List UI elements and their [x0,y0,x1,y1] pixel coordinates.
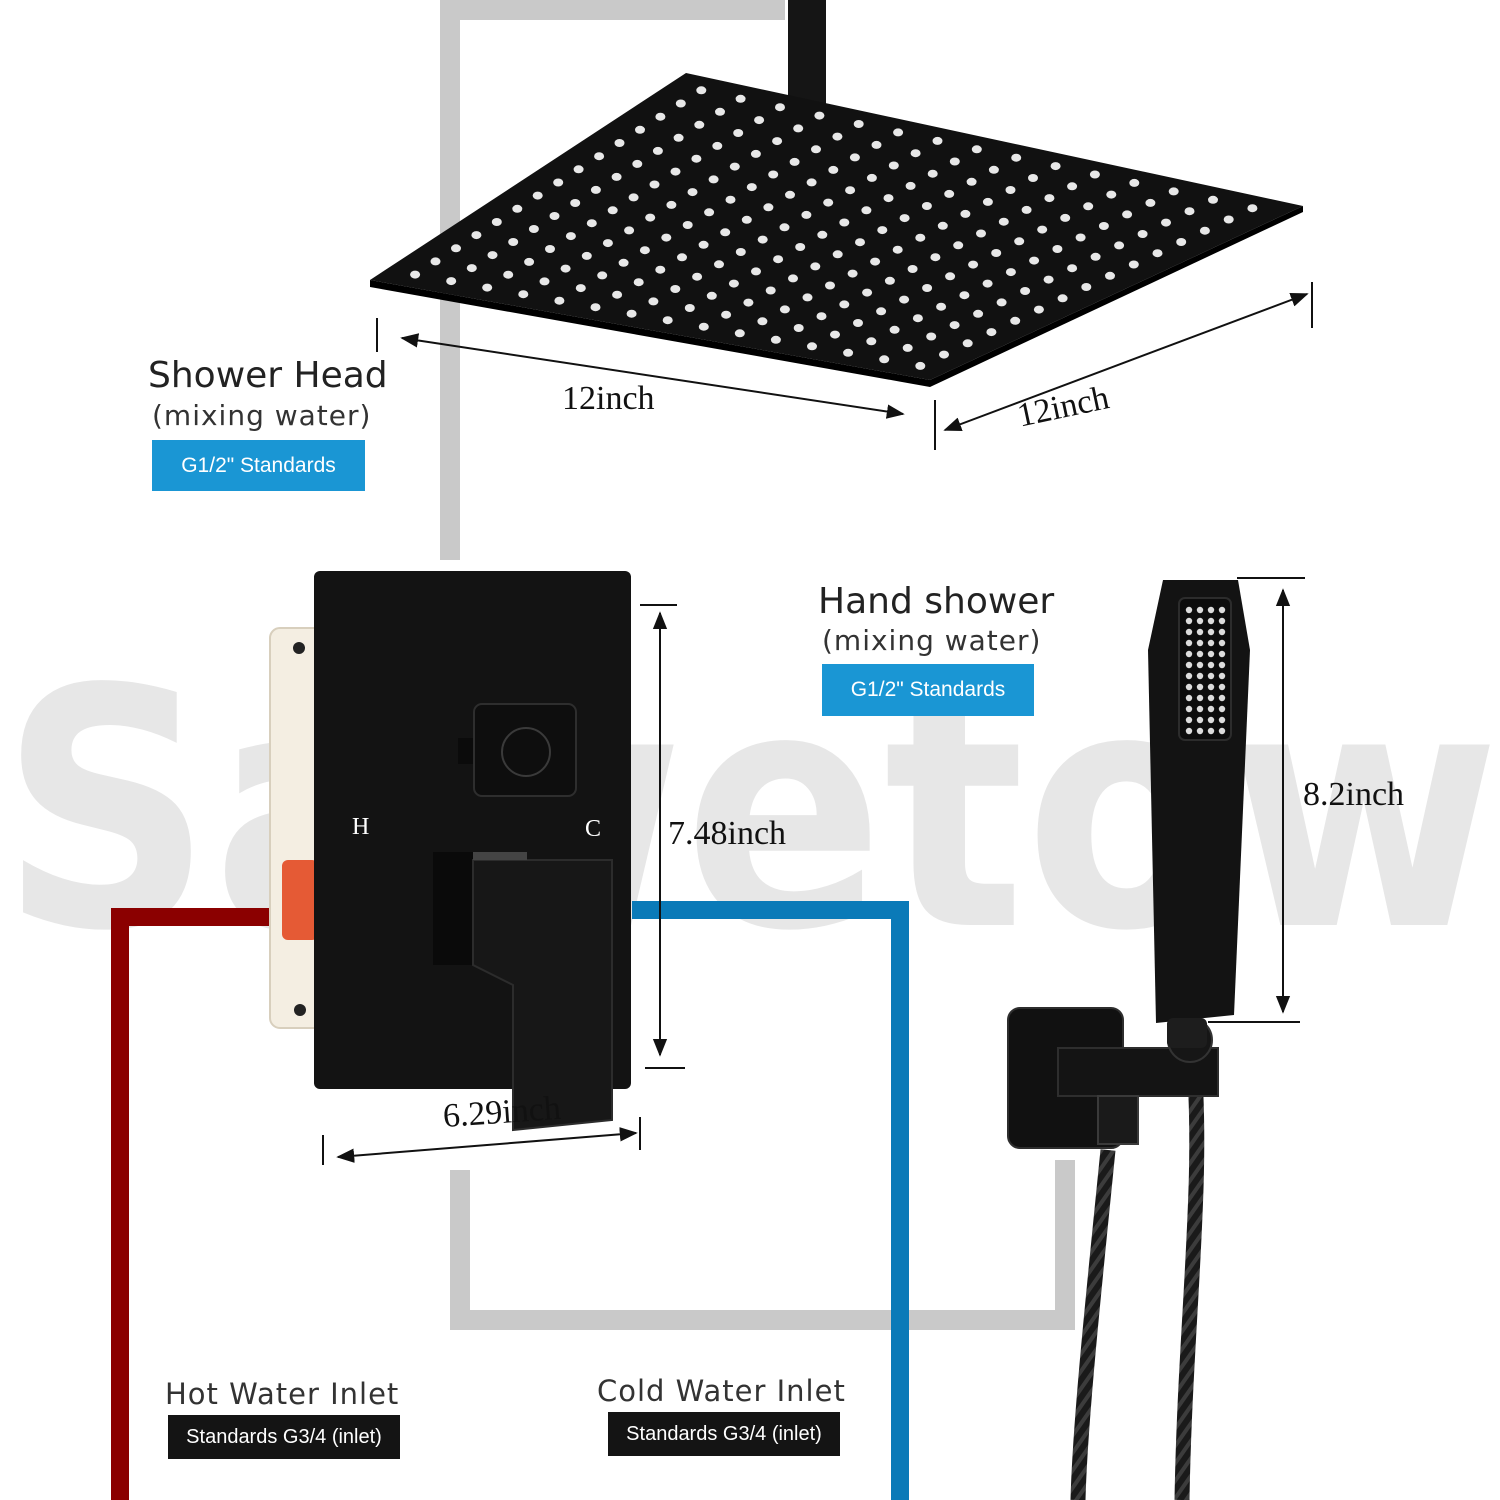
hand-shower-subtitle: (mixing water) [822,624,1042,657]
rain-shower-head-icon [370,73,1303,387]
hand-shower-title: Hand shower [818,581,1055,622]
shower-width-dimension-label: 12inch [562,380,655,417]
dimension-shower-width [376,318,936,450]
hot-water-pipe [111,908,278,1500]
hot-inlet-title: Hot Water Inlet [165,1377,400,1411]
valve-height-dimension-label: 7.48inch [668,815,787,852]
watermark-text: Sawetow [0,619,1500,1003]
dimension-hand-shower-height [1208,577,1305,1023]
hot-inlet-standard-badge: Standards G3/4 (inlet) [168,1415,400,1459]
dimension-valve-height [640,604,685,1069]
shower-head-title: Shower Head [148,355,388,396]
hand-shower-height-dimension-label: 8.2inch [1303,776,1405,813]
shower-head-standard-badge: G1/2" Standards [152,440,365,491]
hand-shower-standard-badge: G1/2" Standards [822,664,1034,716]
shower-arm [788,0,826,108]
valve-cold-mark: C [585,816,602,842]
shower-head-subtitle: (mixing water) [152,399,372,432]
cold-inlet-standard-badge: Standards G3/4 (inlet) [608,1412,840,1456]
valve-trim-plate-icon [314,571,631,1132]
cold-water-pipe [632,901,909,1500]
valve-width-dimension-label: 6.29inch [441,1089,563,1135]
valve-hot-mark: H [352,814,370,840]
shower-hose-icon [1070,1049,1205,1500]
dimension-shower-depth [943,282,1313,432]
dimension-valve-width [322,1117,641,1165]
hand-shower-icon [1148,580,1250,1048]
wall-elbow-icon [1007,1007,1219,1149]
cold-inlet-title: Cold Water Inlet [597,1374,846,1408]
